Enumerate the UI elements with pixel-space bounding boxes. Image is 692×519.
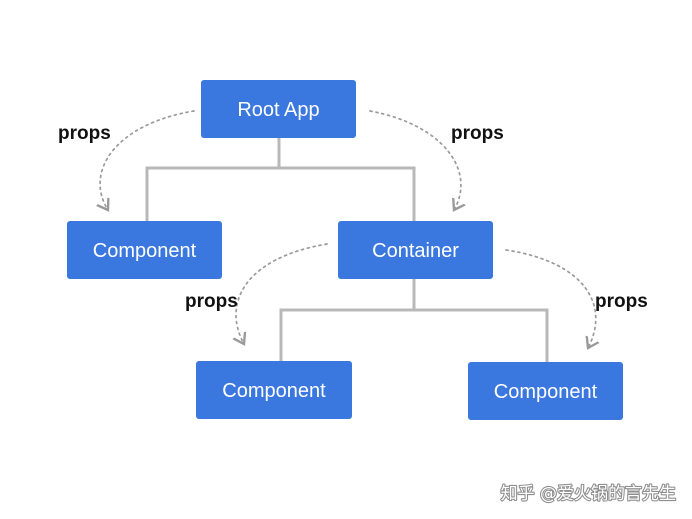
component-bottom-right-node-box	[468, 362, 623, 420]
tree-connectors	[145, 138, 549, 362]
root-left-props-label: props	[58, 123, 111, 144]
component-bottom-left-node-label: Component	[222, 380, 326, 402]
root-right-props-label: props	[451, 123, 504, 144]
component-bottom-left-node-box	[196, 361, 352, 419]
container-left-props-arrow	[236, 243, 328, 344]
component-bottom-right-node: Component	[468, 362, 623, 420]
component-bottom-right-node-label: Component	[494, 381, 598, 403]
container-node-label: Container	[372, 240, 459, 262]
props-labels: props props props props	[58, 123, 648, 312]
component-left-node-label: Component	[93, 240, 197, 262]
watermark-text: 知乎 @爱火锅的言先生	[501, 484, 676, 504]
container-right-props-arrow	[505, 249, 596, 348]
props-flow-arrows	[100, 110, 596, 348]
root-app-node-box	[201, 80, 356, 138]
component-left-node-box	[67, 221, 222, 279]
root-left-props-arrow	[100, 110, 195, 210]
container-node: Container	[338, 221, 493, 279]
root-right-props-arrow	[369, 110, 461, 210]
container-branch-connector	[279, 308, 549, 362]
root-app-node: Root App	[201, 80, 356, 138]
component-bottom-left-node: Component	[196, 361, 352, 419]
container-node-box	[338, 221, 493, 279]
container-left-props-label: props	[185, 291, 238, 312]
root-app-node-label: Root App	[237, 99, 319, 121]
root-branch-connector	[145, 166, 416, 221]
component-left-node: Component	[67, 221, 222, 279]
container-right-props-label: props	[595, 291, 648, 312]
